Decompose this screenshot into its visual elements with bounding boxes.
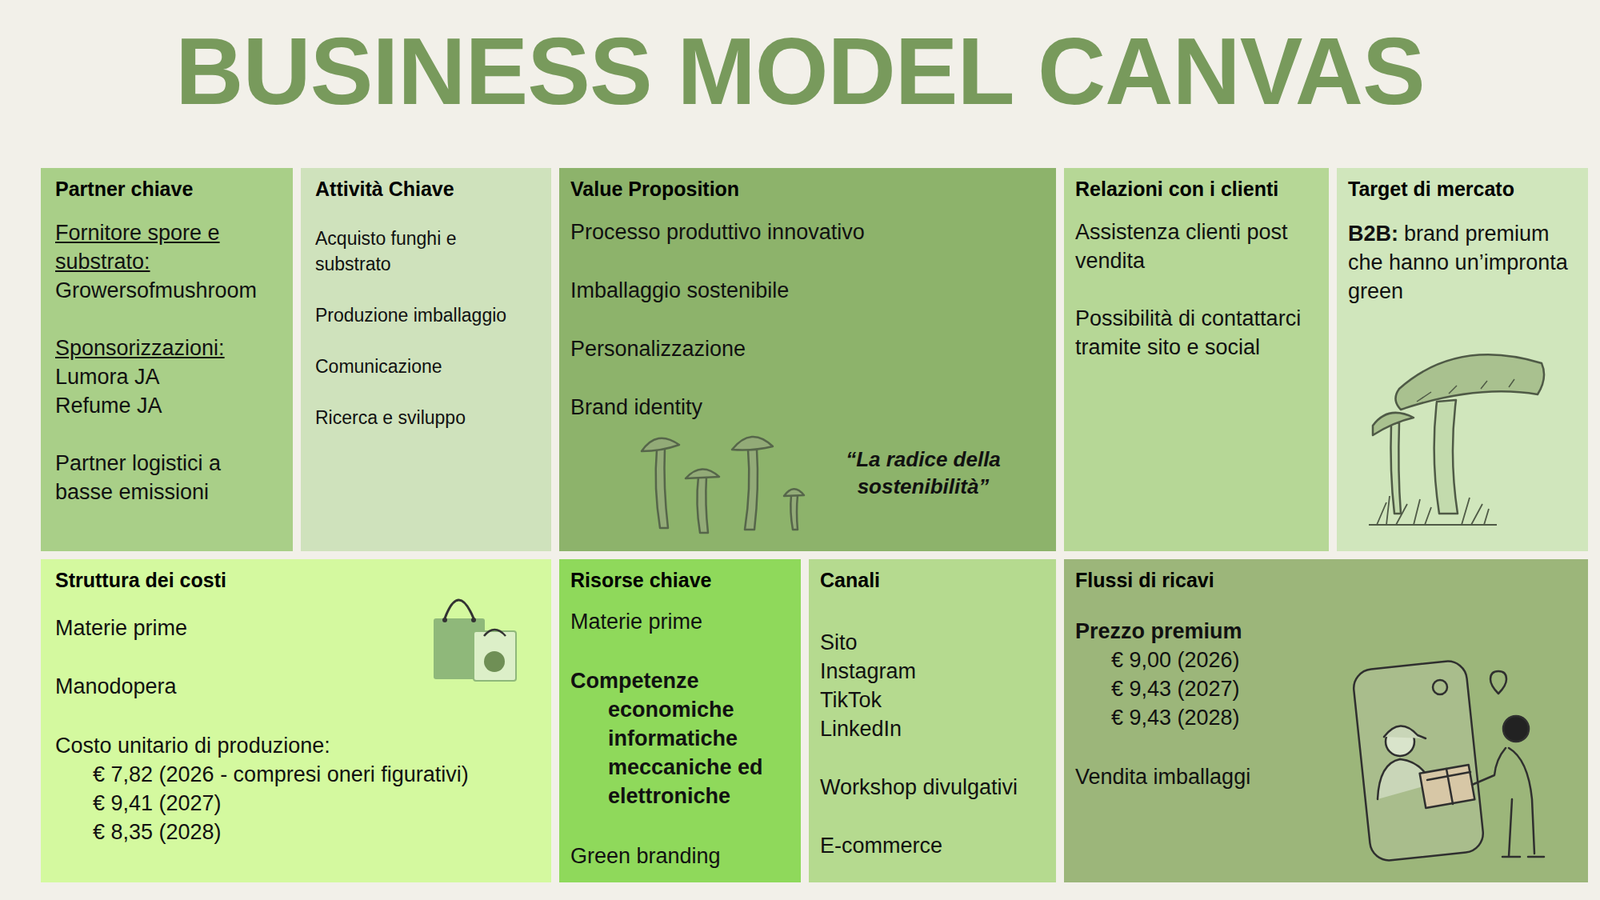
box-text: Possibilità di contattarci tramite sito …	[1075, 304, 1318, 362]
box-heading: Canali	[820, 565, 1045, 595]
canvas-title: BUSINESS MODEL CANVAS	[0, 24, 1600, 119]
box-text: TikTok	[820, 685, 1045, 715]
box-text: Vendita imballaggi	[1075, 762, 1577, 792]
box-text: Personalizzazione	[570, 334, 1045, 364]
mushroom-cap	[732, 436, 773, 451]
mushroom-gills	[1416, 379, 1515, 402]
box-heading: Risorse chiave	[570, 565, 790, 595]
bullet-item: € 9,41 (2027)	[55, 788, 537, 818]
box-text: Instagram	[820, 656, 1045, 686]
box-text: Fornitore spore e substrato:	[55, 218, 279, 276]
box-text: Workshop divulgativi	[820, 772, 1045, 802]
bag-handle	[484, 629, 506, 636]
box-heading: Target di mercato	[1348, 174, 1577, 204]
mushroom-cap	[1395, 354, 1544, 410]
box-text: Prezzo premium	[1075, 616, 1577, 646]
box-text: E-commerce	[820, 831, 1045, 860]
mushroom-cap	[1372, 412, 1414, 436]
parcel-box	[1420, 764, 1476, 808]
box-text: Assistenza clienti post vendita	[1075, 217, 1318, 276]
costs-box: Struttura dei costiMaterie primeManodope…	[40, 559, 552, 883]
box-text: Lumora JA	[55, 362, 279, 392]
mushroom-stalk	[744, 449, 758, 530]
bag-front	[473, 631, 516, 681]
box-text: Partner logistici a basse emissioni	[55, 448, 279, 507]
mushroom-stalk	[790, 495, 798, 530]
slogan-text: “La radice della sostenibilità”	[831, 445, 1016, 500]
box-text: Refume JA	[55, 391, 279, 420]
box-text: Brand identity	[570, 392, 1045, 422]
value-box: Value PropositionProcesso produttivo inn…	[559, 168, 1056, 552]
bullet-item: € 9,43 (2028)	[1075, 703, 1577, 732]
box-text: Sponsorizzazioni:	[55, 333, 279, 363]
box-text: Imballaggio sostenibile	[570, 276, 1045, 305]
box-heading: Attività Chiave	[315, 174, 537, 204]
box-text: Competenze	[570, 666, 790, 696]
bag-handle	[444, 600, 474, 619]
bag-rivet	[442, 617, 448, 623]
bag-logo	[484, 651, 505, 672]
box-heading: Partner chiave	[55, 174, 279, 204]
mushroom-stalk	[1434, 400, 1458, 514]
bullet-item: € 8,35 (2028)	[55, 817, 537, 847]
box-text: Sito	[820, 628, 1045, 657]
mushroom-group	[641, 436, 804, 533]
bullet-item: € 7,82 (2026 - compresi oneri figurativi…	[55, 760, 537, 789]
bullet-item: € 9,43 (2027)	[1075, 674, 1577, 704]
bag-rivet	[471, 617, 476, 623]
courier-cap	[1384, 725, 1426, 739]
box-text: Produzione imballaggio	[315, 302, 537, 328]
box-text: Comunicazione	[315, 353, 537, 380]
bullet-item: meccaniche ed elettroniche	[570, 752, 790, 811]
phone-outline	[1352, 659, 1485, 863]
shopping-bag-icon	[433, 600, 516, 681]
box-text: Growersofmushroom	[55, 276, 279, 305]
box-heading: Relazioni con i clienti	[1075, 174, 1318, 204]
mushroom-cap	[784, 488, 804, 496]
channels-box: CanaliSitoInstagramTikTokLinkedInWorksho…	[808, 559, 1056, 883]
box-text: Materie prime	[55, 613, 537, 643]
box-text: Manodopera	[55, 672, 537, 701]
mushroom-drawing	[1368, 354, 1544, 525]
delivery-illustration	[1352, 659, 1544, 863]
box-text: B2B:	[1348, 221, 1399, 246]
alarm-icon	[1432, 680, 1448, 695]
bullet-item: economiche	[570, 695, 790, 724]
activity-box: Attività ChiaveAcquisto funghi e substra…	[300, 168, 552, 552]
box-text: Ricerca e sviluppo	[315, 404, 537, 431]
box-text: LinkedIn	[820, 714, 1045, 744]
box-text: Materie prime	[570, 607, 790, 636]
box-heading: Flussi di ricavi	[1075, 565, 1577, 595]
mushroom-stalk	[696, 476, 708, 533]
resources-box: Risorse chiaveMaterie primeCompetenzeeco…	[559, 559, 801, 883]
box-text: Acquisto funghi e substrato	[315, 225, 537, 277]
box-heading: Struttura dei costi	[55, 565, 537, 595]
map-pin	[1490, 671, 1507, 694]
box-heading: Value Proposition	[570, 174, 1045, 204]
parcel-tape	[1427, 768, 1471, 804]
grass-strokes	[1368, 496, 1497, 525]
text-line: B2B:brand premium che hanno un’impronta …	[1348, 219, 1577, 306]
bullet-item: informatiche	[570, 724, 790, 753]
box-text: Processo produttivo innovativo	[570, 217, 1045, 247]
mushroom-stalk	[1391, 422, 1402, 514]
box-text: Green branding	[570, 841, 790, 871]
partner-box: Partner chiaveFornitore spore e substrat…	[40, 168, 293, 552]
mushroom-cap	[685, 468, 720, 479]
bullet-item: € 9,00 (2026)	[1075, 645, 1577, 675]
box-text: Costo unitario di produzione:	[55, 731, 537, 760]
relations-box: Relazioni con i clientiAssistenza client…	[1064, 168, 1329, 552]
mushroom-cap	[641, 438, 680, 452]
receiver-body	[1472, 748, 1544, 857]
mushroom-stalk	[656, 448, 668, 528]
receiver-head	[1503, 716, 1529, 742]
